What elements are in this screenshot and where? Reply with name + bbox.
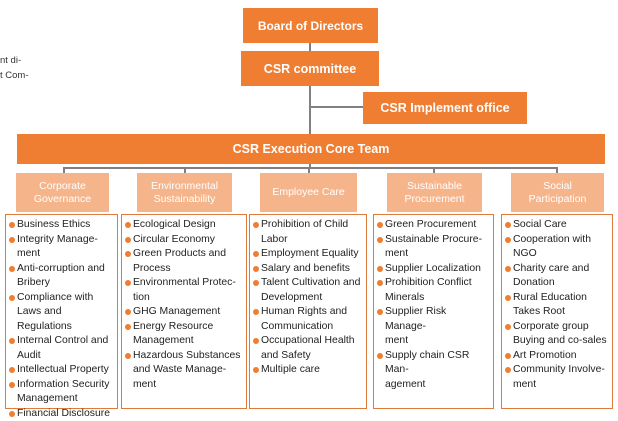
list-item: Prohibition Conflict Minerals [377,276,490,305]
list-item: Intellectual Property [9,363,114,378]
list-item: Sustainable Procure- ment [377,233,490,262]
list-item: Multiple care [253,363,363,378]
list-item: Compliance with Laws and Regulations [9,291,114,335]
list-item: Human Rights and Communication [253,305,363,334]
list-item: Employment Equality [253,247,363,262]
side-text-line-1: nt di- [0,55,21,67]
connector-board-committee [309,43,311,51]
list-item: Hazardous Substances and Waste Manage- m… [125,349,243,393]
list-item: Energy Resource Management [125,320,243,349]
list-item: Social Care [505,218,609,233]
list-item: Environmental Protec- tion [125,276,243,305]
list-item: Rural Education Takes Root [505,291,609,320]
list-item: Green Procurement [377,218,490,233]
category-social-participation: Social Participation [511,173,604,212]
list-item: Business Ethics [9,218,114,233]
list-item: Art Promotion [505,349,609,364]
list-item: Occupational Health and Safety [253,334,363,363]
side-text-line-2: t Com- [0,70,29,82]
list-item: Supply chain CSR Man- agement [377,349,490,393]
list-item: Information Security Management [9,378,114,407]
list-item: Cooperation with NGO [505,233,609,262]
list-item: Supplier Risk Manage- ment [377,305,490,349]
csr-committee-box: CSR committee [241,51,379,86]
list-item: Community Involve- ment [505,363,609,392]
list-item: GHG Management [125,305,243,320]
category-sustainable-procurement: Sustainable Procurement [387,173,482,212]
csr-implement-office-box: CSR Implement office [363,92,527,124]
list-item: Prohibition of Child Labor [253,218,363,247]
list-item: Corporate group Buying and co-sales [505,320,609,349]
category-corporate-governance: Corporate Governance [16,173,109,212]
list-item: Charity care and Donation [505,262,609,291]
list-item: Integrity Manage- ment [9,233,114,262]
connector-implement-office [310,106,363,108]
list-item: Talent Cultivation and Development [253,276,363,305]
list-item: Internal Control and Audit [9,334,114,363]
list-item: Circular Economy [125,233,243,248]
category-environmental-sustainability: Environmental Sustainability [137,173,232,212]
list-item: Salary and benefits [253,262,363,277]
connector-committee-core [309,86,311,134]
csr-execution-core-team-box: CSR Execution Core Team [17,134,605,164]
list-item: Supplier Localization [377,262,490,277]
list-item: Ecological Design [125,218,243,233]
list-item: Green Products and Process [125,247,243,276]
board-of-directors-box: Board of Directors [243,8,378,43]
list-item: Anti-corruption and Bribery [9,262,114,291]
category-employee-care: Employee Care [260,173,357,212]
